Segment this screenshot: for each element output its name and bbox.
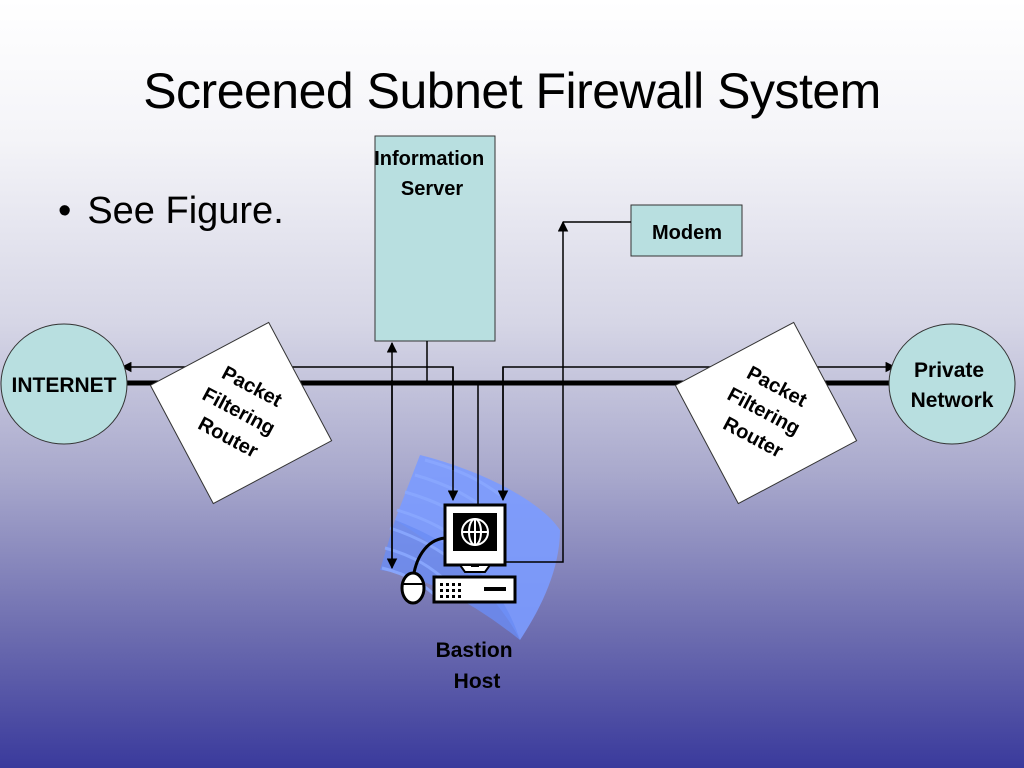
bullet-marker: • — [58, 190, 72, 232]
modem-label: Modem — [652, 222, 722, 244]
slide-title: Screened Subnet Firewall System — [143, 63, 881, 119]
private-network-label: Private Network — [911, 359, 994, 412]
bullet-item: • See Figure. — [58, 190, 284, 233]
information-server-box[interactable] — [374, 135, 496, 342]
private-network-node[interactable] — [888, 323, 1016, 445]
information-server-label: Information Server — [374, 148, 490, 200]
bastion-host-label: Bastion Host — [436, 639, 519, 693]
internet-label: INTERNET — [12, 374, 117, 397]
packet-filtering-router-right[interactable] — [674, 321, 858, 505]
packet-filtering-router-left[interactable] — [149, 321, 333, 505]
bullet-text: See Figure. — [87, 190, 284, 232]
line-bastion-to-modem — [505, 220, 569, 563]
modem-box[interactable] — [630, 204, 743, 257]
computer-globe-icon[interactable] — [400, 503, 517, 605]
internet-node[interactable] — [0, 323, 128, 445]
